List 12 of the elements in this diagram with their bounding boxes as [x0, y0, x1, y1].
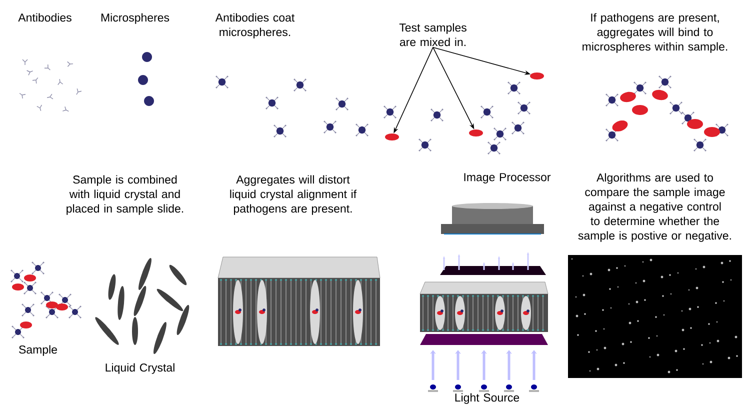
- caption-text: Algorithms are used to compare the sample image against a negative control to determine whether the sample is postive or negative.: [578, 173, 731, 242]
- sample-particle: [469, 130, 483, 136]
- caption-text: Light Source: [455, 393, 520, 404]
- caption-text: Microspheres: [101, 13, 170, 24]
- caption-text: Liquid Crystal: [106, 363, 174, 374]
- sample-particle: [385, 134, 399, 140]
- caption-text: Sample: [19, 345, 57, 356]
- caption-text: Antibodies coat microspheres.: [215, 13, 295, 38]
- caption-text: Antibodies: [18, 13, 72, 22]
- caption-text: Sample is combined with liquid crystal and placed in sample slide.: [66, 175, 184, 215]
- sample-particle: [530, 72, 544, 80]
- caption-text: Test samples are mixed in.: [399, 23, 466, 46]
